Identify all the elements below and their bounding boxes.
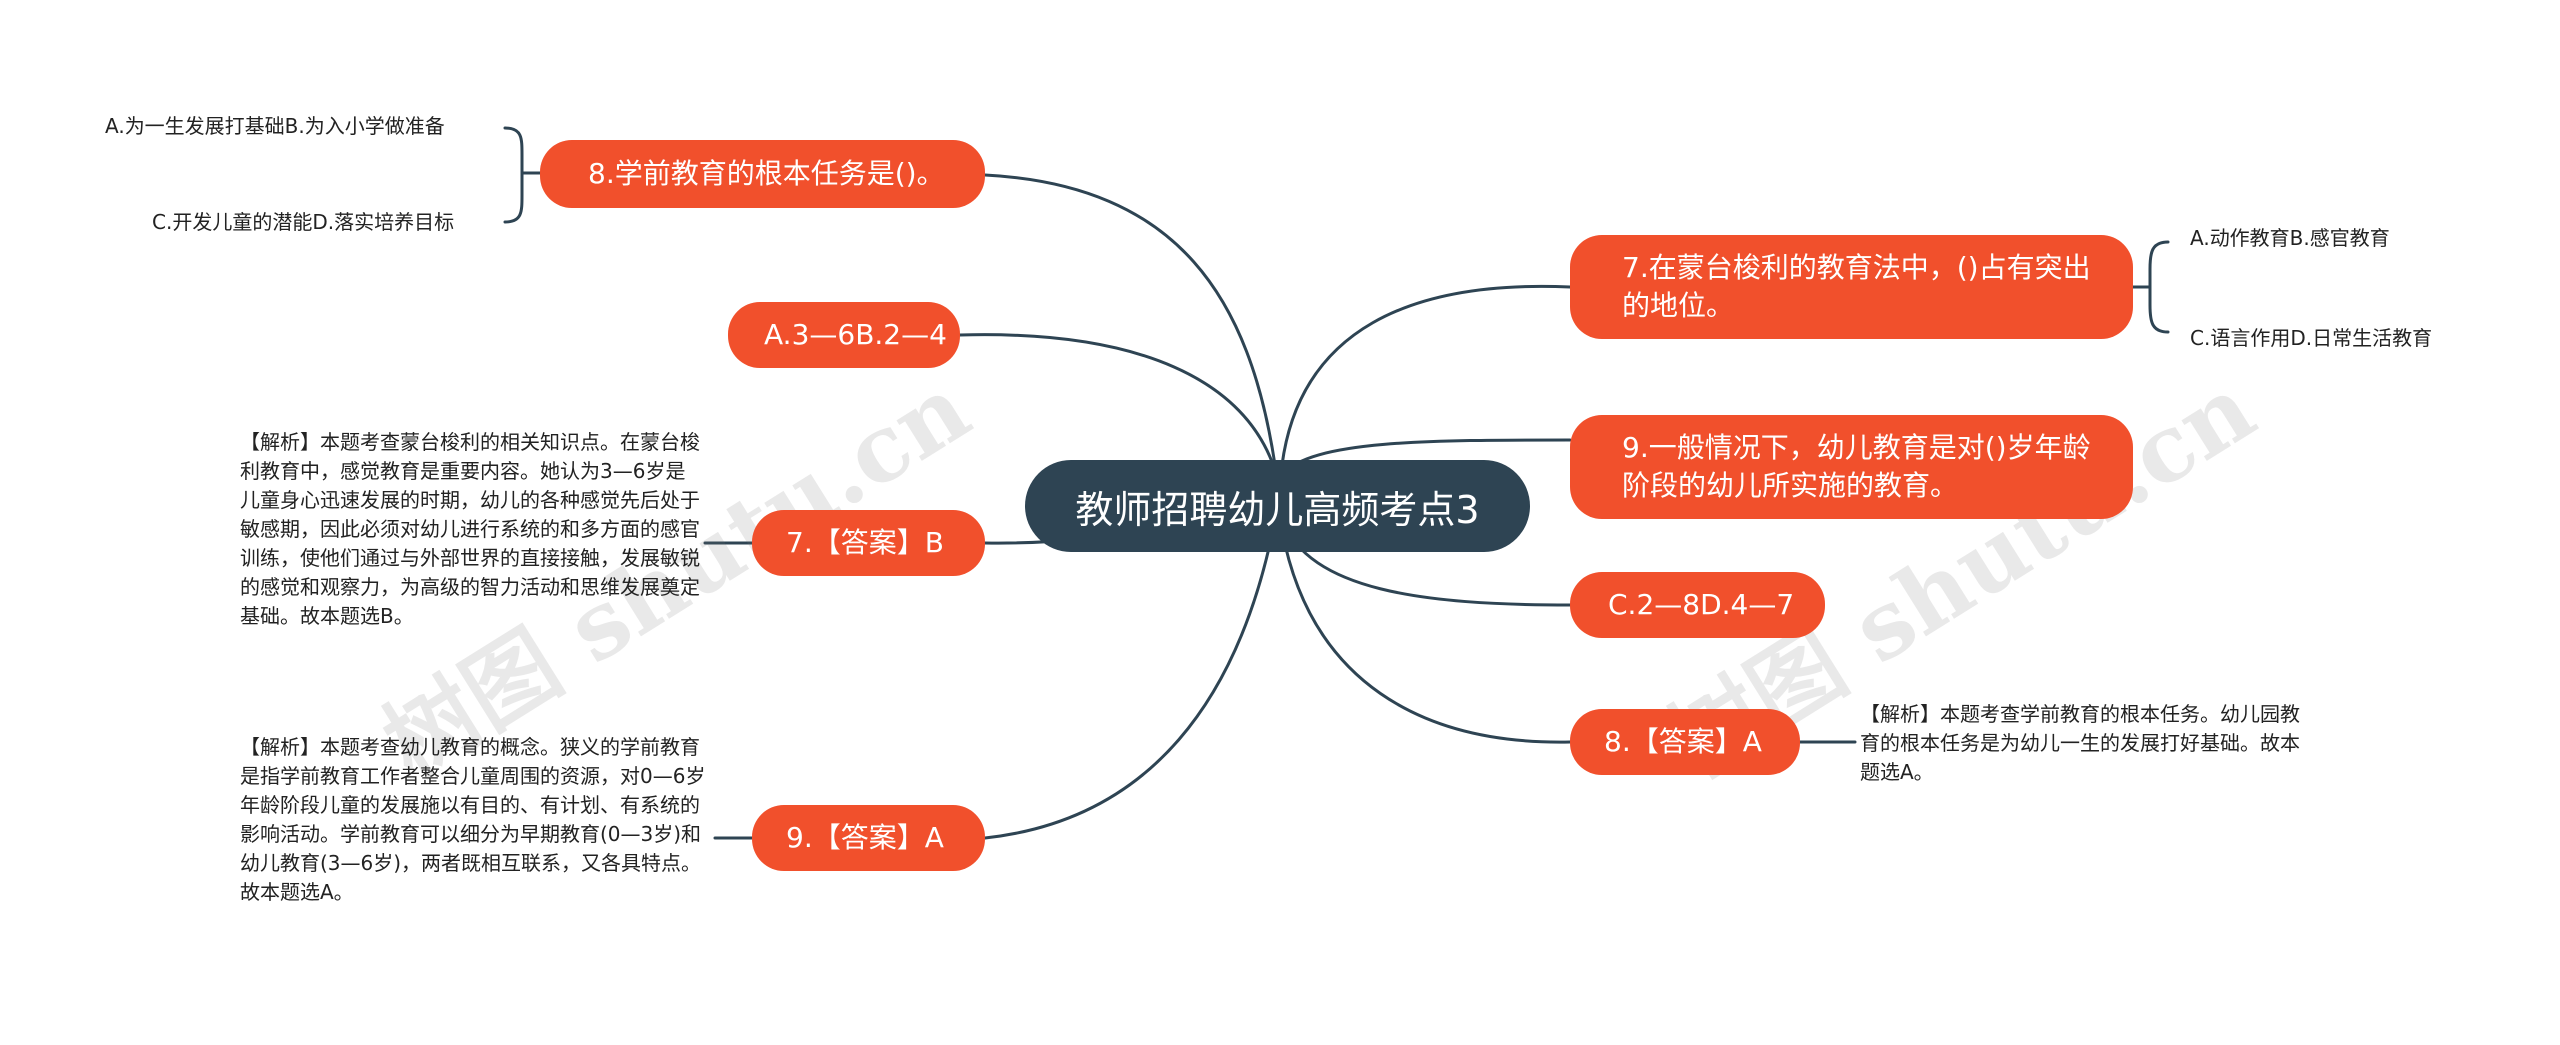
analysis-answer-8: 【解析】本题考查学前教育的根本任务。幼儿园教育的根本任务是为幼儿一生的发展打好基… (1860, 702, 2300, 784)
branch-answer-8[interactable]: 8.【答案】A (1570, 709, 1800, 775)
branch-answer-9[interactable]: 9.【答案】A (752, 805, 985, 871)
option-q8-cd: C.开发儿童的潜能D.落实培养目标 (152, 210, 455, 234)
connector-root-opt-a (958, 333, 1277, 472)
branch-option-ab[interactable]: A.3—6B.2—4 (728, 302, 960, 368)
option-q8-ab: A.为一生发展打基础B.为入小学做准备 (105, 114, 445, 138)
root-topic[interactable]: 教师招聘幼儿高频考点3 (1025, 460, 1530, 552)
branch-question-9[interactable]: 9.一般情况下，幼儿教育是对()岁年龄阶段的幼儿所实施的教育。 (1570, 415, 2133, 519)
connector-q7-options (2131, 240, 2170, 334)
connector-root-q7 (1280, 284, 1572, 467)
branch-answer-7[interactable]: 7.【答案】B (752, 510, 985, 576)
connector-root-ans8 (1280, 528, 1572, 744)
branch-question-8[interactable]: 8.学前教育的根本任务是()。 (540, 140, 985, 208)
option-q7-ab: A.动作教育B.感官教育 (2190, 226, 2390, 250)
branch-option-cd[interactable]: C.2—8D.4—7 (1570, 572, 1825, 638)
analysis-answer-9: 【解析】本题考查幼儿教育的概念。狭义的学前教育是指学前教育工作者整合儿童周围的资… (240, 735, 706, 904)
connector-q8-options (503, 126, 542, 224)
connector-root-ans9 (983, 518, 1277, 840)
analysis-answer-7: 【解析】本题考查蒙台梭利的相关知识点。在蒙台梭利教育中，感觉教育是重要内容。她认… (240, 430, 700, 628)
connector-root-q8 (983, 173, 1277, 467)
branch-question-7[interactable]: 7.在蒙台梭利的教育法中，()占有突出的地位。 (1570, 235, 2133, 339)
option-q7-cd: C.语言作用D.日常生活教育 (2190, 326, 2433, 350)
